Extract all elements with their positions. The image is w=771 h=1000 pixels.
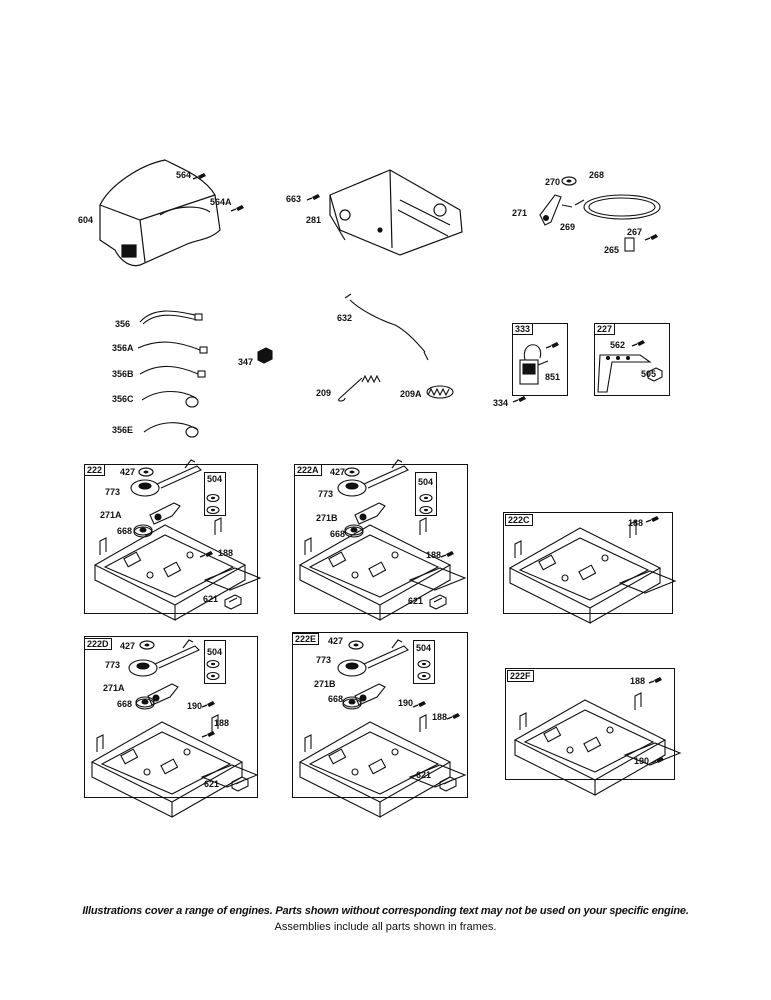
sub-frame-504 [204, 472, 226, 516]
part-label-334: 334 [493, 398, 509, 408]
screw-icon [644, 233, 659, 241]
part-label-773: 773 [316, 655, 332, 665]
control-lever-icon [597, 354, 663, 393]
part-label-427: 427 [120, 467, 136, 477]
sub-frame-504 [415, 472, 437, 516]
part-label-564a: 564A [210, 197, 232, 207]
assembly-frame-222f [505, 668, 675, 780]
assembly-tag-222c: 222C [505, 514, 533, 526]
part-label-663: 663 [286, 194, 302, 204]
part-label-427: 427 [330, 467, 346, 477]
part-label-504: 504 [418, 477, 434, 487]
part-label-269: 269 [560, 222, 576, 232]
throttle-cable-icon [539, 194, 661, 252]
part-label-188: 188 [432, 712, 448, 722]
part-label-621: 621 [204, 779, 220, 789]
spring-icon [338, 293, 454, 402]
assembly-tag-222a: 222A [294, 464, 322, 476]
part-label-564: 564 [176, 170, 192, 180]
part-label-773: 773 [105, 487, 121, 497]
part-label-271a: 271A [103, 683, 125, 693]
part-label-190: 190 [187, 701, 203, 711]
part-label-356c: 356C [112, 394, 134, 404]
part-label-190: 190 [634, 756, 650, 766]
assembly-frame-222c [503, 512, 673, 614]
part-label-668: 668 [117, 699, 133, 709]
assembly-tag-222d: 222D [84, 638, 112, 650]
part-label-281: 281 [306, 215, 322, 225]
part-label-271b: 271B [316, 513, 338, 523]
part-label-621: 621 [408, 596, 424, 606]
part-label-427: 427 [120, 641, 136, 651]
assembly-frame-222a [294, 464, 468, 614]
disclaimer-text: Illustrations cover a range of engines. … [82, 905, 689, 917]
part-label-773: 773 [318, 489, 334, 499]
part-label-504: 504 [207, 474, 223, 484]
frame-227 [594, 323, 670, 396]
screw-icon [512, 395, 527, 403]
part-label-209a: 209A [400, 389, 422, 399]
part-label-188: 188 [426, 550, 442, 560]
assembly-tag-222f: 222F [507, 670, 534, 682]
part-label-347: 347 [238, 357, 254, 367]
part-label-356: 356 [115, 319, 131, 329]
control-bracket-icon [329, 169, 463, 256]
washer-icon [561, 176, 577, 186]
part-label-851: 851 [545, 372, 561, 382]
ignition-switch-icon [519, 344, 549, 385]
part-label-271b: 271B [314, 679, 336, 689]
part-label-621: 621 [203, 594, 219, 604]
screw-icon [230, 204, 245, 212]
part-label-773: 773 [105, 660, 121, 670]
part-label-267: 267 [627, 227, 643, 237]
part-label-209: 209 [316, 388, 332, 398]
part-label-188: 188 [628, 518, 644, 528]
part-label-265: 265 [604, 245, 620, 255]
part-label-271a: 271A [100, 510, 122, 520]
assemblies-note: Assemblies include all parts shown in fr… [274, 921, 497, 933]
assembly-frame-222 [84, 464, 258, 614]
wire-harness-icon [137, 310, 273, 438]
part-label-356b: 356B [112, 369, 134, 379]
frame-333 [512, 323, 568, 396]
part-label-632: 632 [337, 313, 353, 323]
screw-icon [306, 193, 321, 201]
part-label-190: 190 [398, 698, 414, 708]
part-label-621: 621 [416, 770, 432, 780]
part-label-356e: 356E [112, 425, 134, 435]
part-label-188: 188 [218, 548, 234, 558]
part-label-668: 668 [330, 529, 346, 539]
frame-tag-333: 333 [512, 323, 534, 335]
part-label-504: 504 [207, 647, 223, 657]
sub-frame-504 [413, 640, 435, 684]
part-label-562: 562 [610, 340, 626, 350]
assembly-tag-222e: 222E [292, 633, 320, 645]
part-label-604: 604 [78, 215, 94, 225]
part-label-668: 668 [328, 694, 344, 704]
assembly-frame-222d [84, 636, 258, 798]
part-label-188: 188 [214, 718, 230, 728]
part-label-270: 270 [545, 177, 561, 187]
blower-housing-icon [99, 159, 221, 267]
part-label-188: 188 [630, 676, 646, 686]
part-label-271: 271 [512, 208, 528, 218]
frame-tag-227: 227 [594, 323, 616, 335]
part-label-668: 668 [117, 526, 133, 536]
assembly-frame-222e [292, 632, 468, 798]
part-label-504: 504 [416, 643, 432, 653]
sub-frame-504 [204, 640, 226, 684]
assembly-tag-222: 222 [84, 464, 106, 476]
part-label-356a: 356A [112, 343, 134, 353]
part-label-427: 427 [328, 636, 344, 646]
part-label-505: 505 [641, 369, 657, 379]
part-label-268: 268 [589, 170, 605, 180]
